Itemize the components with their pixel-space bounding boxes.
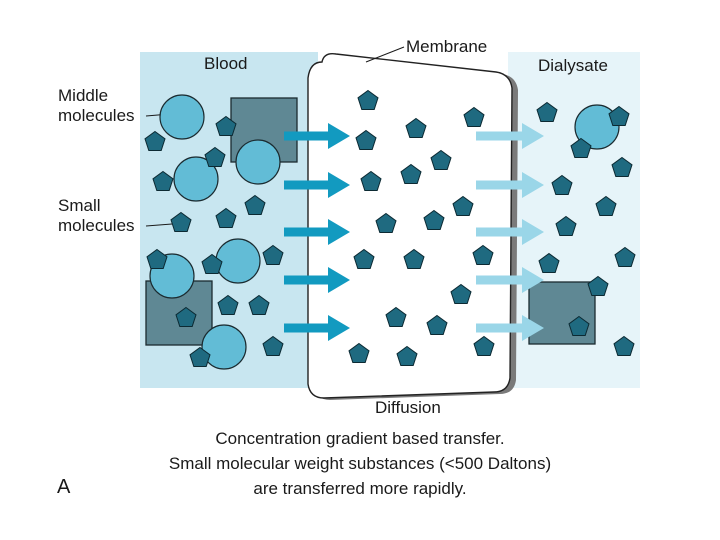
middle-molecule <box>574 104 620 150</box>
small-molecule <box>463 106 485 127</box>
small-molecule <box>608 105 630 126</box>
diffusion-label: Diffusion <box>375 398 441 417</box>
small-molecule <box>262 244 284 265</box>
panel-letter: A <box>57 476 71 498</box>
small-molecule <box>360 170 382 191</box>
middle-molecules-label: Middle molecules <box>58 86 135 125</box>
diffusion-arrow <box>476 315 544 341</box>
diffusion-arrow <box>284 267 350 293</box>
small-molecule <box>204 146 226 167</box>
dialysate-label: Dialysate <box>538 56 608 75</box>
small-molecule <box>595 195 617 216</box>
small-molecule <box>189 346 211 367</box>
small-molecule <box>201 253 223 274</box>
small-molecule <box>613 335 635 356</box>
small-molecule <box>403 248 425 269</box>
small-molecule <box>385 306 407 327</box>
small-molecule <box>536 101 558 122</box>
small-molecule <box>170 211 192 232</box>
small-molecule <box>244 194 266 215</box>
small-molecule <box>452 195 474 216</box>
blood-label: Blood <box>204 54 248 73</box>
small-molecule <box>568 315 590 336</box>
small-molecule <box>248 294 270 315</box>
small-molecule <box>611 156 633 177</box>
small-molecule <box>348 342 370 363</box>
membrane-label: Membrane <box>406 37 488 56</box>
small-molecule <box>217 294 239 315</box>
middle-molecule <box>215 238 261 284</box>
diffusion-arrow <box>284 123 350 149</box>
diffusion-arrow <box>476 219 544 245</box>
small-molecule <box>426 314 448 335</box>
small-molecule <box>396 345 418 366</box>
diffusion-arrow <box>284 315 350 341</box>
small-molecules-leader <box>145 223 173 227</box>
small-molecule <box>551 174 573 195</box>
caption-line-3: are transferred more rapidly. <box>253 479 467 498</box>
small-molecule <box>144 130 166 151</box>
small-molecule <box>472 244 494 265</box>
diffusion-arrow <box>476 172 544 198</box>
small-molecule <box>538 252 560 273</box>
small-molecule <box>405 117 427 138</box>
small-molecule <box>175 306 197 327</box>
small-molecule <box>430 149 452 170</box>
middle-molecule <box>159 94 205 140</box>
small-molecule <box>355 129 377 150</box>
small-molecule <box>473 335 495 356</box>
small-molecule <box>614 246 636 267</box>
small-molecule <box>555 215 577 236</box>
small-molecule <box>262 335 284 356</box>
small-molecule <box>423 209 445 230</box>
small-molecule <box>215 115 237 136</box>
small-molecules-label: Small molecules <box>58 196 135 235</box>
small-molecule <box>400 163 422 184</box>
caption-line-2: Small molecular weight substances (<500 … <box>168 454 552 473</box>
small-molecule <box>587 275 609 296</box>
small-molecule <box>375 212 397 233</box>
small-molecules <box>144 89 636 367</box>
small-molecule <box>215 207 237 228</box>
diffusion-arrows <box>284 123 544 341</box>
middle-molecule <box>173 156 219 202</box>
diffusion-arrow <box>476 123 544 149</box>
diffusion-arrow <box>476 267 544 293</box>
middle-molecule <box>235 139 281 185</box>
diffusion-arrow <box>284 172 350 198</box>
small-molecule <box>450 283 472 304</box>
small-molecule <box>353 248 375 269</box>
middle-molecule <box>201 324 247 370</box>
membrane-leader <box>365 46 405 63</box>
small-molecule <box>357 89 379 110</box>
small-molecule <box>146 248 168 269</box>
small-molecule <box>570 137 592 158</box>
diffusion-arrow <box>284 219 350 245</box>
caption-line-1: Concentration gradient based transfer. <box>215 429 505 448</box>
small-molecule <box>152 170 174 191</box>
